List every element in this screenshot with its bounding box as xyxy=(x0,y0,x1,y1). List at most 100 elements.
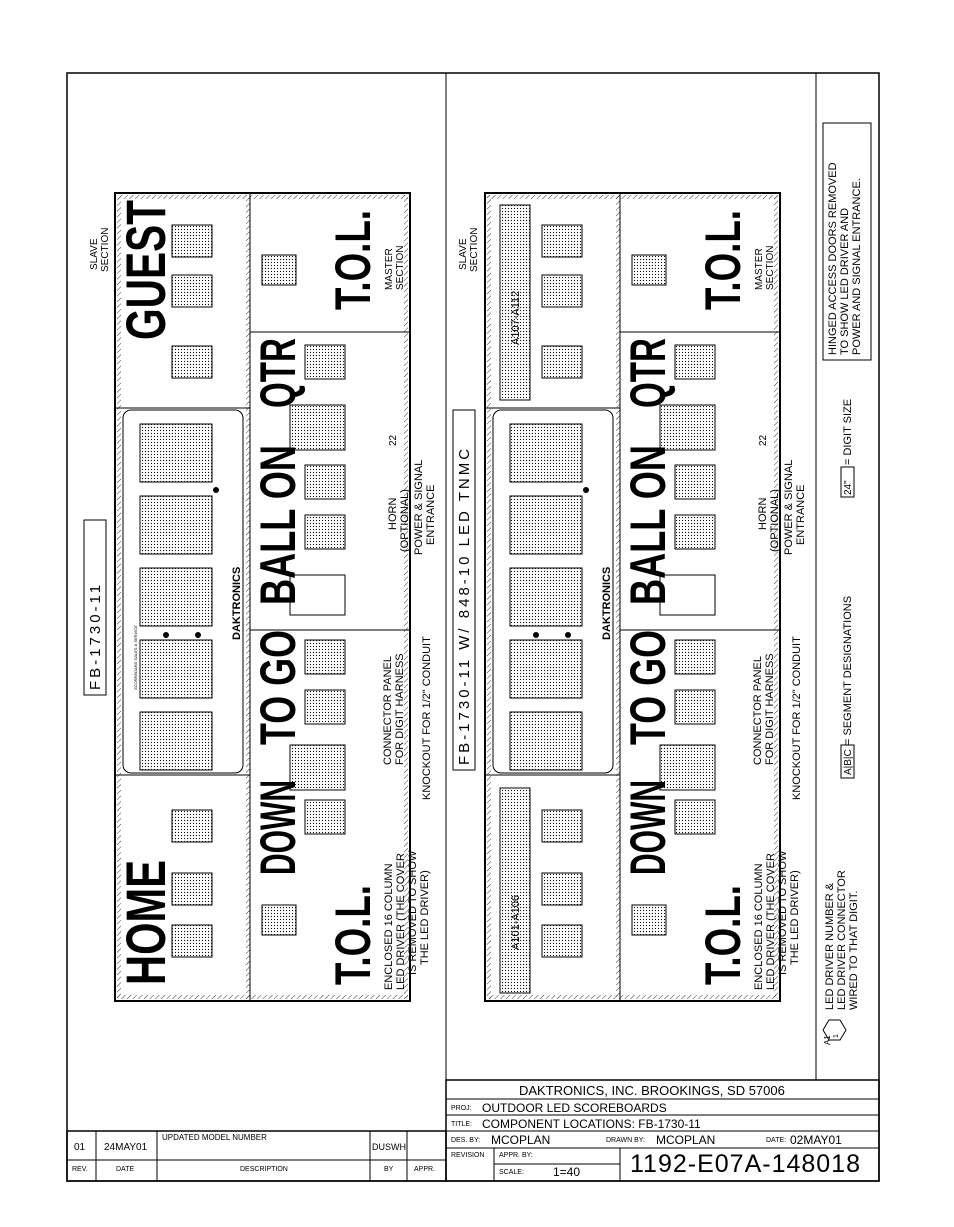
label-to-go: TO GO xyxy=(250,630,306,745)
r-label-tol-right: T.O.L. xyxy=(695,210,751,310)
r-brand-logo: DAKTRONICS xyxy=(601,567,613,640)
r-label-down: DOWN xyxy=(620,780,676,875)
r-note-horn-1: HORN xyxy=(757,498,769,530)
label-tol-left: T.O.L. xyxy=(325,885,381,985)
label-guest: GUEST xyxy=(114,200,177,340)
r-note-enclosed-2: LED DRIVER (THE COVER xyxy=(765,853,777,990)
rev-header-rev: REV. xyxy=(72,1166,88,1173)
r-slave-label: SLAVE xyxy=(458,238,469,270)
r-label-to-go: TO GO xyxy=(620,630,676,745)
tb-appr-label: APPR. BY: xyxy=(499,1152,533,1159)
note-connector-1: CONNECTOR PANEL xyxy=(382,656,394,765)
brand-small: SCOREBOARD SALES & SERVICE xyxy=(133,625,138,690)
rev-date: 24MAY01 xyxy=(104,1142,148,1153)
r-note-power-2: ENTRANCE xyxy=(795,484,807,545)
rev-header-desc: DESCRIPTION xyxy=(240,1166,288,1173)
note-horn-1: HORN xyxy=(387,498,399,530)
rev-by: DUSWH xyxy=(372,1142,406,1152)
r-note-enclosed-3: IS REMOVED TO SHOW xyxy=(777,850,789,975)
master-label: MASTER xyxy=(384,248,395,290)
legend-segment: = SEGMENT DESIGNATIONS xyxy=(842,596,854,745)
r-horn-number: 22 xyxy=(758,434,769,446)
r-note-enclosed-4: THE LED DRIVER) xyxy=(789,870,801,965)
note-power-1: POWER & SIGNAL xyxy=(413,460,425,555)
rev-header-appr: APPR. xyxy=(414,1166,436,1173)
legend-driver-3: WIRED TO THAT DIGIT. xyxy=(848,891,860,1010)
legend-hinged-box xyxy=(822,122,872,361)
legend-digit-box: 24" xyxy=(843,480,854,495)
title-block-lines xyxy=(66,1079,880,1182)
legend-segment-box: A|B|C xyxy=(843,749,854,775)
r-label-ball-on: BALL ON xyxy=(620,445,676,605)
left-heading-box xyxy=(83,519,107,696)
label-guest-driver: A107-A112 xyxy=(510,291,522,345)
legend-digit: = DIGIT SIZE xyxy=(842,399,854,465)
tb-company: DAKTRONICS, INC. BROOKINGS, SD 57006 xyxy=(519,1083,785,1098)
note-enclosed-2: LED DRIVER (THE COVER xyxy=(395,853,407,990)
rev-description: UPDATED MODEL NUMBER xyxy=(162,1133,267,1142)
master-label-2: SECTION xyxy=(395,246,406,290)
tb-title-label: TITLE: xyxy=(451,1121,473,1128)
r-note-horn-2: (OPTIONAL) xyxy=(769,489,781,552)
note-enclosed-1: ENCLOSED 16 COLUMN xyxy=(383,863,395,990)
legend-a1-top: A1 xyxy=(823,1035,832,1045)
tb-date-label: DATE: xyxy=(766,1137,787,1144)
tb-proj: OUTDOOR LED SCOREBOARDS xyxy=(482,1101,667,1115)
legend-hinged-3: POWER AND SIGNAL ENTRANCE. xyxy=(851,178,863,355)
label-home-driver: A101-A106 xyxy=(510,895,522,950)
r-note-knockout: KNOCKOUT FOR 1/2" CONDUIT xyxy=(791,636,803,800)
brand-logo: DAKTRONICS xyxy=(231,567,243,640)
tb-proj-label: PROJ: xyxy=(451,1105,472,1112)
legend-digit-frame xyxy=(840,466,855,498)
r-note-connector-1: CONNECTOR PANEL xyxy=(752,656,764,765)
tb-drawn-label: DRAWN BY: xyxy=(606,1137,646,1144)
slave-label-2: SECTION xyxy=(100,228,111,272)
slave-label: SLAVE xyxy=(89,238,100,270)
horn-number: 22 xyxy=(388,434,399,446)
legend-driver-2: LED DRIVER CONNECTOR xyxy=(836,870,848,1010)
legend-hex-icon xyxy=(822,1019,847,1041)
note-knockout: KNOCKOUT FOR 1/2" CONDUIT xyxy=(421,636,433,800)
r-label-qtr: QTR xyxy=(620,338,676,408)
note-power-2: ENTRANCE xyxy=(425,484,437,545)
tb-date: 02MAY01 xyxy=(790,1133,842,1147)
tb-scale-label: SCALE: xyxy=(499,1169,524,1176)
tb-revision-label: REVISION xyxy=(451,1152,485,1159)
legend-a1-bot: 1 xyxy=(833,1034,840,1038)
right-heading-box xyxy=(452,409,476,771)
note-connector-2: FOR DIGIT HARNESS xyxy=(394,653,406,765)
rev-number: 01 xyxy=(74,1142,86,1153)
right-heading: FB-1730-11 W/ 848-10 LED TNMC xyxy=(456,446,473,765)
left-heading: FB-1730-11 xyxy=(87,582,104,690)
label-qtr: QTR xyxy=(250,338,306,408)
note-enclosed-3: IS REMOVED TO SHOW xyxy=(407,850,419,975)
tb-drawing-number: 1192-E07A-148018 xyxy=(630,1150,861,1178)
r-label-tol-left: T.O.L. xyxy=(695,885,751,985)
tb-drawn: MCOPLAN xyxy=(656,1133,716,1147)
tb-scale: 1=40 xyxy=(553,1165,581,1179)
tb-title: COMPONENT LOCATIONS: FB-1730-11 xyxy=(482,1117,701,1131)
r-note-power-1: POWER & SIGNAL xyxy=(783,460,795,555)
legend-segment-frame xyxy=(840,744,855,779)
r-note-connector-2: FOR DIGIT HARNESS xyxy=(764,653,776,765)
label-ball-on: BALL ON xyxy=(250,445,306,605)
rev-header-date: DATE xyxy=(116,1166,135,1173)
label-home: HOME xyxy=(114,860,177,985)
r-master-label: MASTER xyxy=(754,248,765,290)
label-tol-right: T.O.L. xyxy=(325,210,381,310)
r-master-label-2: SECTION xyxy=(765,246,776,290)
label-down: DOWN xyxy=(250,780,306,875)
legend-hinged-1: HINGED ACCESS DOORS REMOVED xyxy=(827,162,839,355)
left-scoreboard xyxy=(114,192,411,1002)
tb-des: MCOPLAN xyxy=(491,1133,551,1147)
right-scoreboard xyxy=(484,192,781,1002)
r-note-enclosed-1: ENCLOSED 16 COLUMN xyxy=(753,863,765,990)
tb-des-label: DES. BY: xyxy=(451,1137,481,1144)
r-slave-label-2: SECTION xyxy=(469,228,480,272)
note-enclosed-4: THE LED DRIVER) xyxy=(419,870,431,965)
note-horn-2: (OPTIONAL) xyxy=(399,489,411,552)
legend-hinged-2: TO SHOW LED DRIVER AND xyxy=(839,208,851,355)
legend-driver-1: LED DRIVER NUMBER & xyxy=(824,882,836,1010)
rev-header-by: BY xyxy=(384,1166,394,1173)
